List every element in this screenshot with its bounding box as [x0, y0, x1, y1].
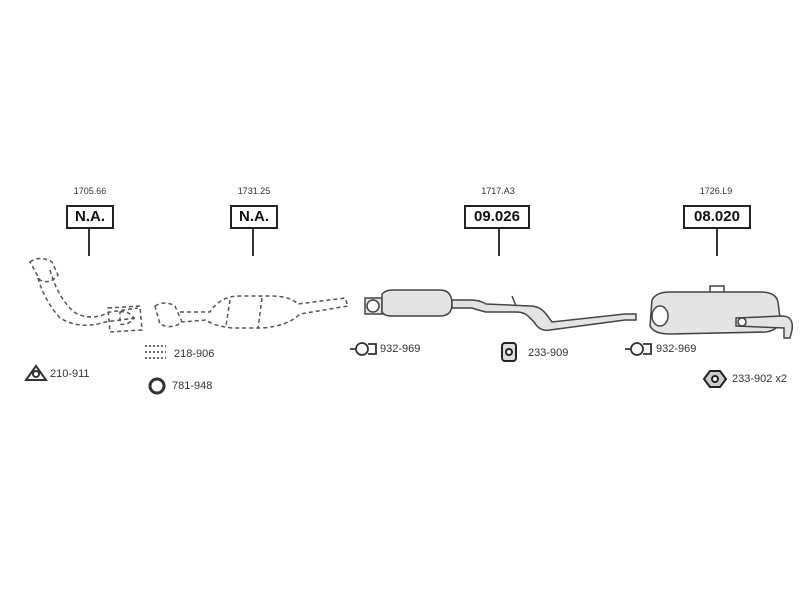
part-number-gasket[interactable]: 210-911 — [50, 368, 90, 380]
part-number-bolts[interactable]: 218-906 — [174, 348, 215, 360]
assembly-1-leader — [88, 229, 90, 256]
assembly-4-leader — [716, 229, 718, 256]
clamp-icon-1 — [350, 342, 377, 356]
assembly-4-code-box[interactable]: 08.020 — [683, 205, 751, 229]
front-pipe-part — [29, 257, 143, 333]
assembly-2-code-box[interactable]: N.A. — [230, 205, 278, 229]
nut-icon — [702, 370, 728, 388]
part-number-clamp-1[interactable]: 932-969 — [380, 343, 421, 355]
assembly-3-ref: 1717.A3 — [481, 186, 515, 196]
rear-silencer-part — [649, 285, 794, 339]
rubber-mount-icon — [501, 342, 517, 362]
part-number-rubber-mount[interactable]: 233-909 — [528, 347, 569, 359]
triangle-gasket-icon — [24, 364, 48, 381]
part-number-nut[interactable]: 233-902 x2 — [732, 373, 788, 385]
part-number-clamp-2[interactable]: 932-969 — [656, 343, 697, 355]
assembly-3-leader — [498, 229, 500, 256]
catalyst-part — [154, 295, 350, 329]
assembly-1-ref: 1705.66 — [73, 186, 107, 196]
middle-silencer-part — [364, 289, 637, 332]
assembly-2-ref: 1731.25 — [237, 186, 271, 196]
part-number-ring[interactable]: 781-948 — [172, 380, 213, 392]
clamp-icon-2 — [625, 342, 652, 356]
assembly-2-leader — [252, 229, 254, 256]
assembly-4-ref: 1726.L9 — [699, 186, 733, 196]
sealing-ring-icon — [148, 377, 166, 395]
assembly-1-code-box[interactable]: N.A. — [66, 205, 114, 229]
bolts-icon — [145, 345, 166, 359]
assembly-3-code-box[interactable]: 09.026 — [464, 205, 530, 229]
